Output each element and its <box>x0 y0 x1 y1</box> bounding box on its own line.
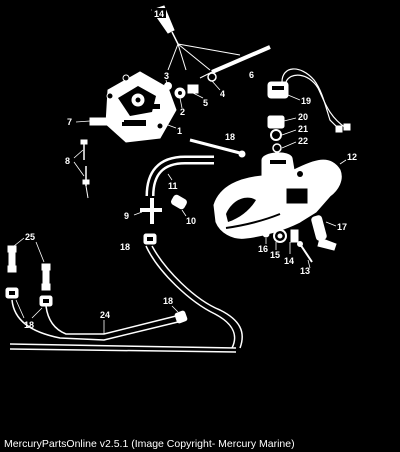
part-7-bolt <box>89 117 124 126</box>
callout-12: 12 <box>347 152 357 162</box>
callout-18-left: 18 <box>24 320 34 330</box>
callout-18-lower: 18 <box>163 296 173 306</box>
callout-15: 15 <box>270 250 280 260</box>
part-22-washer <box>272 143 282 153</box>
callout-10: 10 <box>186 216 196 226</box>
callout-21: 21 <box>298 124 308 134</box>
part-13-bolt <box>297 241 313 263</box>
part-5-fitting <box>187 84 199 94</box>
part-8-screws <box>80 139 90 199</box>
exploded-parts-diagram: 14 6 3 2 5 4 1 7 <box>5 5 357 353</box>
part-10-sleeve <box>171 194 187 210</box>
callout-5: 5 <box>203 98 208 108</box>
callout-17: 17 <box>337 222 347 232</box>
callout-9: 9 <box>124 211 129 221</box>
part-24-hose-manifold <box>9 299 237 353</box>
callout-11: 11 <box>168 181 178 191</box>
part-hose-long <box>145 245 243 349</box>
part-17-bracket <box>311 215 337 251</box>
callout-8: 8 <box>65 156 70 166</box>
image-caption: MercuryPartsOnline v2.5.1 (Image Copyrig… <box>4 438 295 450</box>
callout-22: 22 <box>298 136 308 146</box>
callout-23: 23 <box>292 214 302 224</box>
part-1-pump-body <box>105 71 177 143</box>
callout-19: 19 <box>301 96 311 106</box>
part-4-fitting <box>207 72 217 82</box>
part-2-fitting <box>174 87 186 99</box>
callout-7: 7 <box>67 117 72 127</box>
part-25-fittings <box>7 245 51 291</box>
callout-2: 2 <box>180 107 185 117</box>
callout-20: 20 <box>298 112 308 122</box>
callout-13: 13 <box>300 266 310 276</box>
callout-14b: 14 <box>284 256 294 266</box>
callout-6: 6 <box>249 70 254 80</box>
part-9-tee-fitting <box>140 198 162 224</box>
part-18-clamp-left <box>5 287 53 307</box>
callout-24: 24 <box>100 310 110 320</box>
part-16-screw <box>262 230 270 238</box>
callout-18-mid: 18 <box>120 242 130 252</box>
callout-4: 4 <box>220 89 225 99</box>
part-18-rod-upper <box>189 138 246 158</box>
callout-18-upper: 18 <box>225 132 235 142</box>
callout-25: 25 <box>25 232 35 242</box>
part-15-washer <box>273 229 287 243</box>
part-18-clamp-mid <box>143 233 157 245</box>
part-14-tube-bundle <box>151 5 241 71</box>
callout-14: 14 <box>154 9 164 19</box>
callout-3: 3 <box>164 71 169 81</box>
part-14-grommet <box>290 229 299 243</box>
part-20-cap <box>267 115 285 129</box>
part-21-seal <box>270 129 282 141</box>
part-11-hose <box>145 155 214 197</box>
part-12-oil-tank <box>213 152 342 239</box>
callout-1: 1 <box>177 126 182 136</box>
part-19-sender-cap <box>267 68 351 133</box>
callout-16: 16 <box>258 244 268 254</box>
